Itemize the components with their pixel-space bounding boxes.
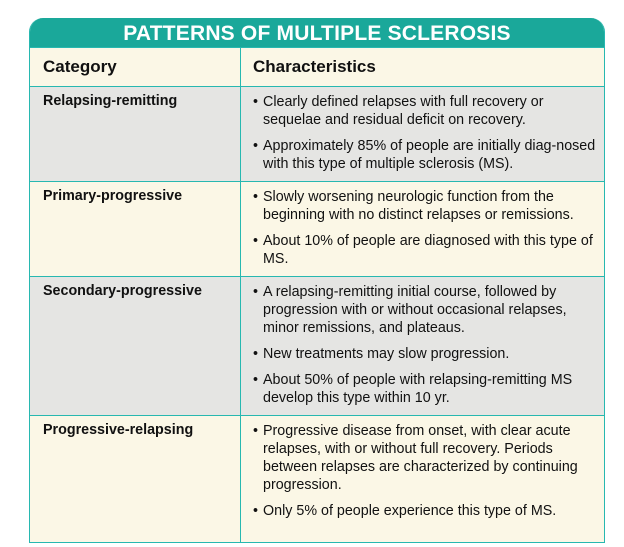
table-row: Relapsing-remitting Clearly defined rela… bbox=[30, 86, 604, 182]
characteristic-item: New treatments may slow progression. bbox=[253, 345, 600, 363]
characteristic-item: Slowly worsening neurologic function fro… bbox=[253, 188, 600, 224]
characteristic-item: About 10% of people are diagnosed with t… bbox=[253, 232, 600, 268]
table-row: Progressive-relapsing Progressive diseas… bbox=[30, 415, 604, 542]
header-category: Category bbox=[30, 47, 241, 87]
table-title: PATTERNS OF MULTIPLE SCLEROSIS bbox=[30, 18, 604, 47]
characteristic-item: Progressive disease from onset, with cle… bbox=[253, 422, 600, 494]
header-row: Category Characteristics bbox=[30, 47, 604, 87]
ms-patterns-table: Category Characteristics Relapsing-remit… bbox=[30, 47, 604, 542]
characteristic-item: A relapsing-remitting initial course, fo… bbox=[253, 283, 600, 337]
characteristic-item: About 50% of people with relapsing-remit… bbox=[253, 371, 600, 407]
characteristic-item: Clearly defined relapses with full recov… bbox=[253, 93, 600, 129]
row-category: Relapsing-remitting bbox=[30, 86, 241, 182]
characteristic-item: Approximately 85% of people are initiall… bbox=[253, 137, 600, 173]
header-characteristics: Characteristics bbox=[240, 47, 604, 87]
table-row: Primary-progressive Slowly worsening neu… bbox=[30, 181, 604, 277]
characteristic-item: Only 5% of people experience this type o… bbox=[253, 502, 600, 520]
row-category: Secondary-progressive bbox=[30, 276, 241, 416]
ms-patterns-table-card: PATTERNS OF MULTIPLE SCLEROSIS Category … bbox=[29, 18, 605, 543]
table-row: Secondary-progressive A relapsing-remitt… bbox=[30, 276, 604, 416]
row-category: Primary-progressive bbox=[30, 181, 241, 277]
row-category: Progressive-relapsing bbox=[30, 415, 241, 542]
